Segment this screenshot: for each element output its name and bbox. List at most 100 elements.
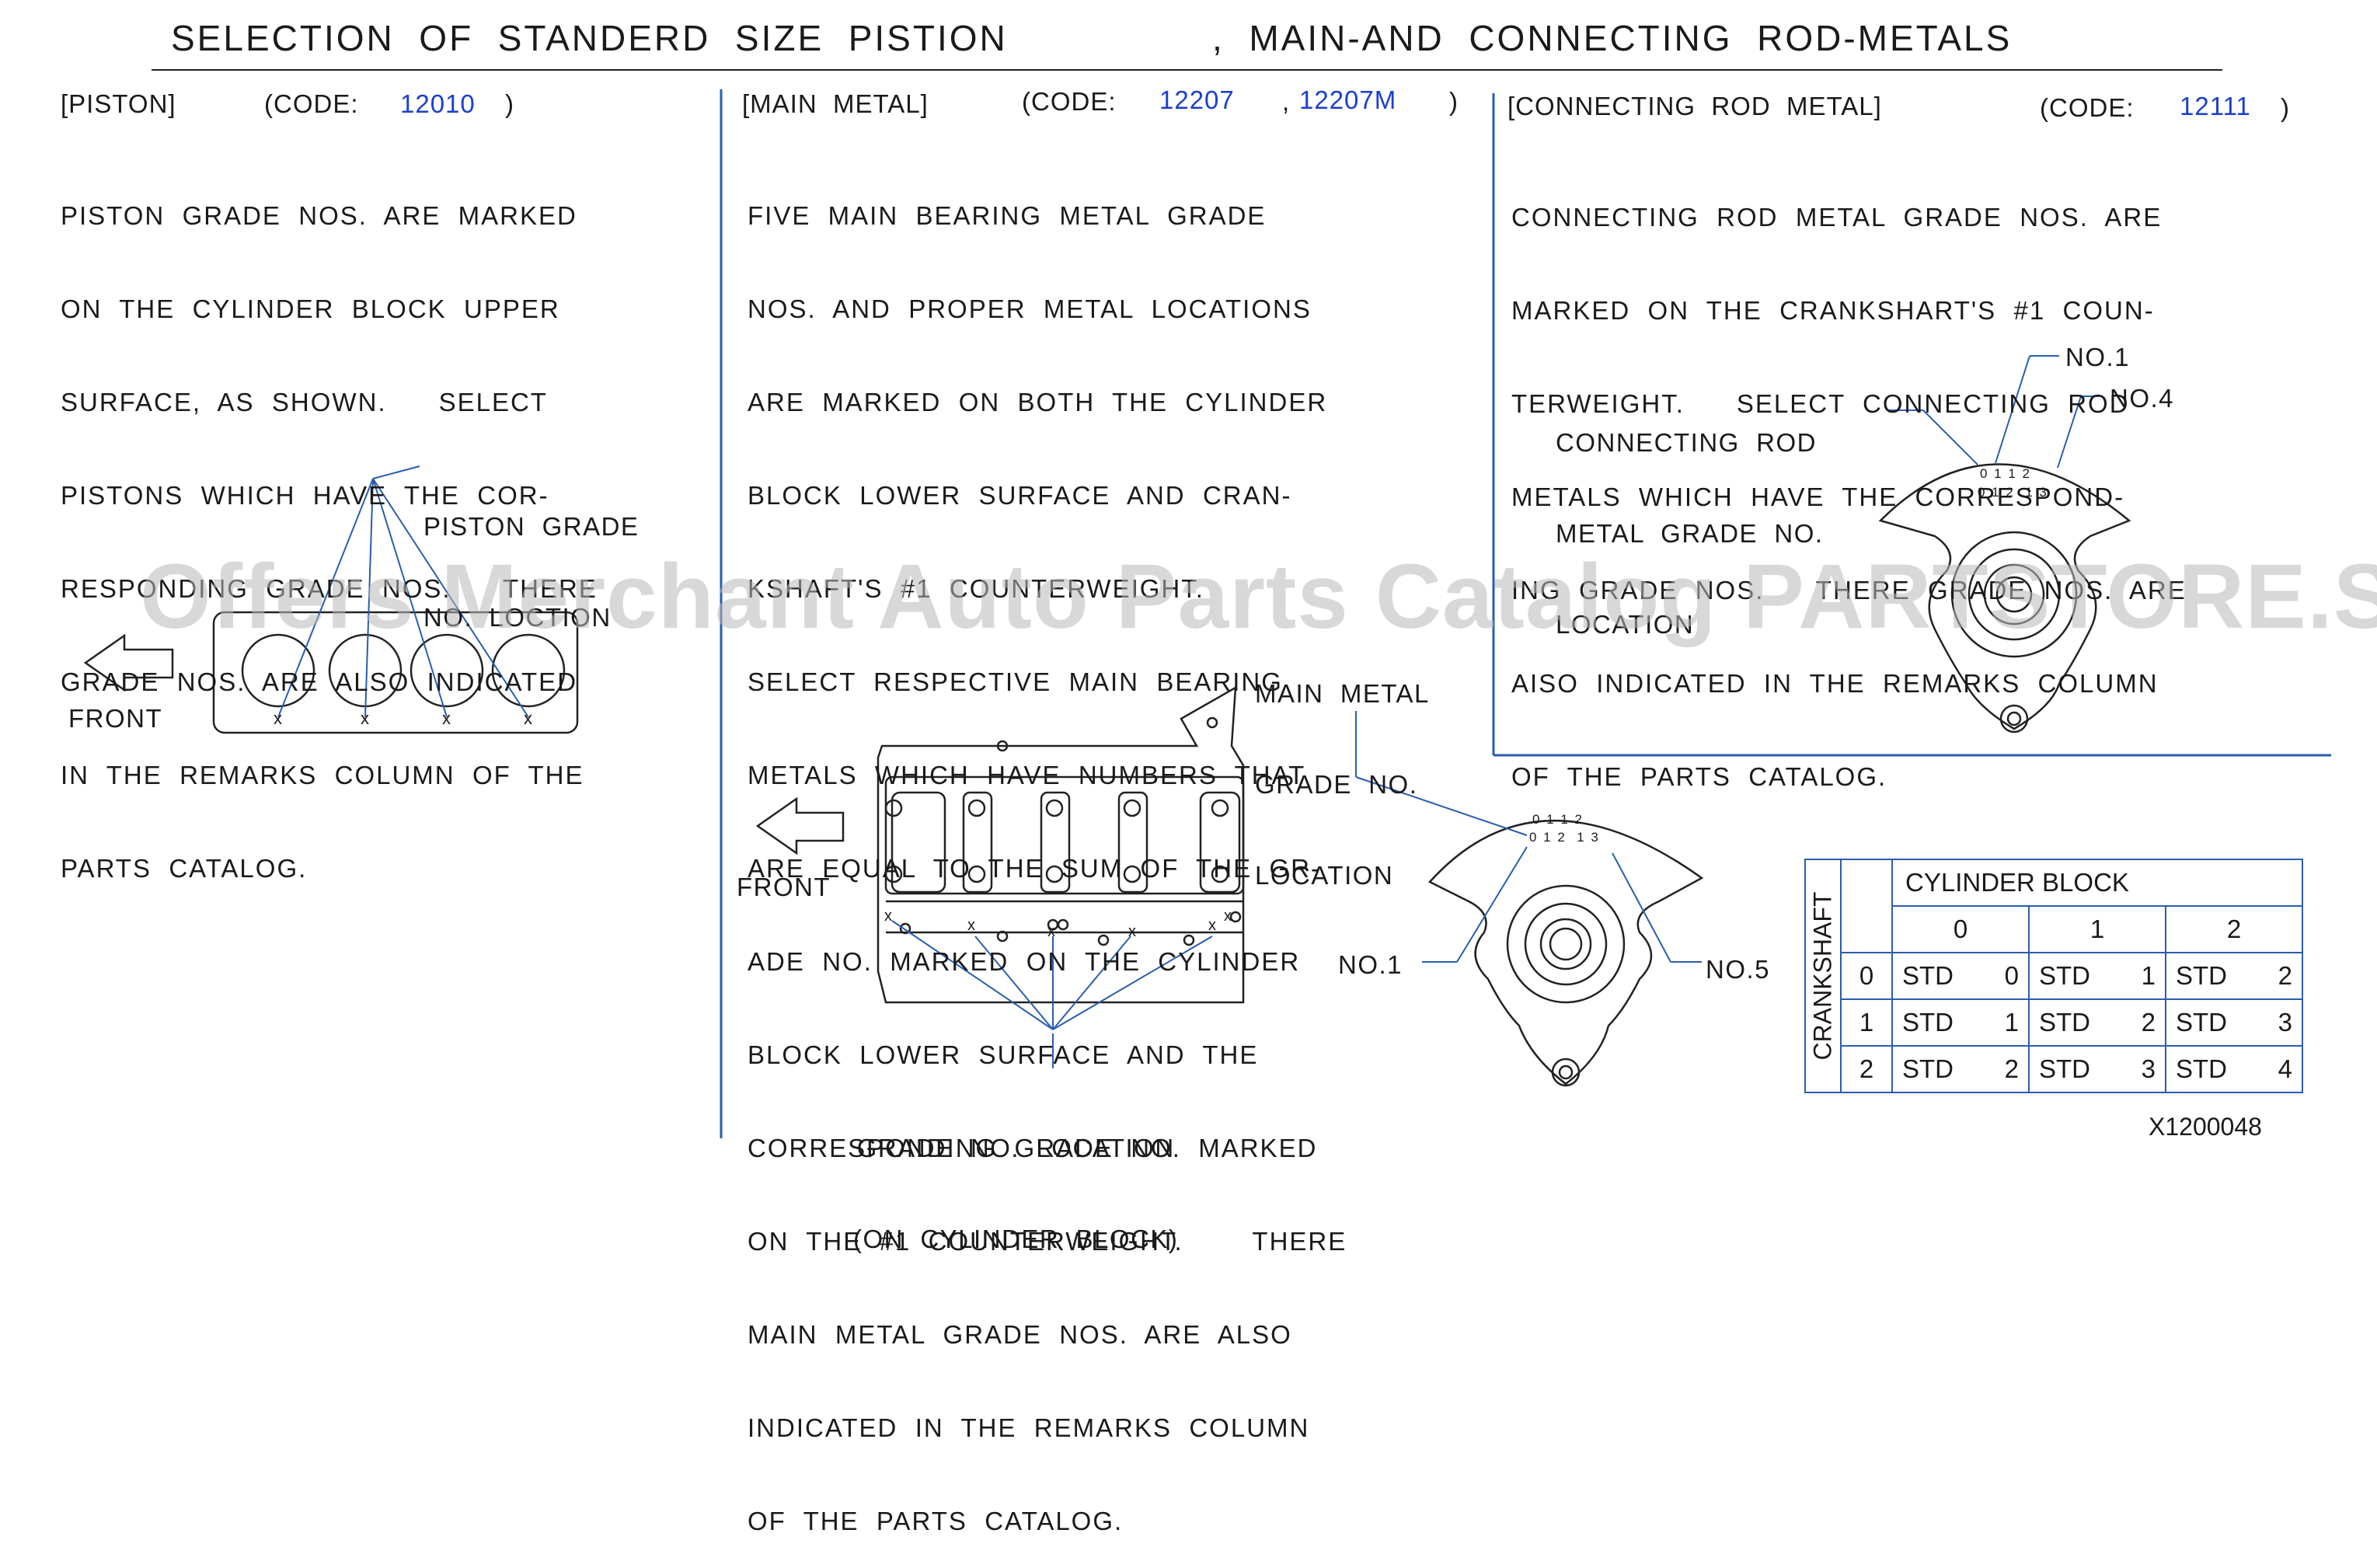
text-line: GRADE NOS. ARE ALSO INDICATED <box>61 667 578 696</box>
cell-std: STD <box>2176 1008 2227 1037</box>
crankshaft-counterweight-main <box>1427 820 1704 1087</box>
col-axis-label: CYLINDER BLOCK <box>1891 859 2303 907</box>
main-metal-code-link-1[interactable]: 12207 <box>1159 85 1235 114</box>
cell-std: STD <box>1902 1054 1954 1083</box>
front-label-piston: FRONT <box>68 704 163 733</box>
row-axis-cell: CRANKSHAFT <box>1804 859 1842 1093</box>
conrod-grade-callout: CONNECTING ROD METAL GRADE NO. LOCATION <box>1556 367 1824 670</box>
row-axis-label: CRANKSHAFT <box>1808 891 1837 1061</box>
no1-label-conrod: NO.1 <box>2065 343 2131 371</box>
cell-size: 3 <box>2278 1008 2292 1037</box>
text-line: ON THE CYLINDER BLOCK UPPER <box>61 294 560 323</box>
main-metal-code-close: ) <box>1449 87 1459 116</box>
block-grade-callout: GRADE NO. LOCATION (ON CYLINDER BLOCK) <box>853 1072 1178 1284</box>
text-line: ING GRADE NOS. THERE GRADE NOS. ARE <box>1511 576 2187 605</box>
text-line: PARTS CATALOG. <box>61 854 308 883</box>
col-head: 0 <box>1891 905 2030 953</box>
cylinder-bore-4 <box>491 633 566 708</box>
conrod-digits-top: 0 1 1 2 <box>1980 466 2031 481</box>
cylinder-bore-3 <box>410 633 484 708</box>
main-digits-bottom: 0 1 2 1 3 <box>1529 830 1600 845</box>
grade-mark: x <box>274 709 282 728</box>
text-line: RESPONDING GRADE NOS. THERE <box>61 574 598 603</box>
cell-std: STD <box>2176 1054 2227 1083</box>
conrod-header: [CONNECTING ROD METAL] <box>1507 92 1882 120</box>
grade-mark: x <box>361 709 369 728</box>
callout-line: PISTON GRADE <box>423 512 640 541</box>
cell-std: STD <box>2039 1008 2090 1037</box>
piston-code-label: (CODE: <box>264 89 359 118</box>
table-cell: STD 3 <box>2028 1045 2166 1093</box>
text-line: SURFACE, AS SHOWN. SELECT <box>61 388 548 416</box>
piston-code-close: ) <box>505 89 514 118</box>
conrod-code-link[interactable]: 12111 <box>2180 92 2251 120</box>
cell-size: 2 <box>2141 1008 2156 1037</box>
cylinder-block-lower-diagram <box>877 685 1245 1004</box>
front-arrow-piston <box>83 633 174 692</box>
text-line: MARKED ON THE CRANKSHART'S #1 COUN- <box>1511 296 2155 325</box>
main-metal-grade-callout: MAIN METAL GRADE NO. LOCATION <box>1255 618 1430 921</box>
piston-code-link[interactable]: 12010 <box>400 89 476 118</box>
page-title-right: , MAIN-AND CONNECTING ROD-METALS <box>1212 18 2013 58</box>
front-label-main: FRONT <box>737 873 831 901</box>
callout-line: (ON CYLINDER BLOCK) <box>853 1225 1179 1253</box>
text-line: SELECT RESPECTIVE MAIN BEARING <box>748 667 1283 696</box>
text-line: FIVE MAIN BEARING METAL GRADE <box>748 201 1267 230</box>
cell-size: 3 <box>2141 1054 2156 1083</box>
table-cell: STD 2 <box>2165 952 2303 1000</box>
text-line: KSHAFT'S #1 COUNTERWEIGHT. <box>748 574 1204 603</box>
text-line: ADE NO. MARKED ON THE CYLINDER <box>748 947 1301 976</box>
figure-id: X1200048 <box>2149 1113 2262 1141</box>
main-metal-code-link-2[interactable]: 12207M <box>1299 85 1397 114</box>
cell-std: STD <box>1902 1008 1954 1037</box>
block-mark: x <box>1047 923 1055 940</box>
cell-std: STD <box>2176 961 2227 990</box>
front-arrow-main <box>755 796 845 855</box>
corner-cell <box>1840 859 1893 953</box>
cell-size: 2 <box>2278 961 2292 990</box>
no5-label-main: NO.5 <box>1706 955 1771 984</box>
text-line: OF THE PARTS CATALOG. <box>1511 762 1887 791</box>
text-line: IN THE REMARKS COLUMN OF THE <box>61 761 584 789</box>
block-mark: x <box>1128 923 1136 940</box>
table-cell: STD 3 <box>2165 998 2303 1047</box>
cell-size: 1 <box>2004 1008 2019 1037</box>
page-title-left: SELECTION OF STANDERD SIZE PISTION <box>171 18 1008 58</box>
text-line: NOS. AND PROPER METAL LOCATIONS <box>748 294 1312 323</box>
conrod-code-close: ) <box>2281 93 2290 122</box>
table-cell: STD 4 <box>2165 1045 2303 1093</box>
callout-line: GRADE NO. <box>1255 770 1418 799</box>
main-metal-leaders <box>1355 711 1702 963</box>
main-metal-code-label: (CODE: <box>1022 87 1117 116</box>
cylinder-block-top <box>212 611 579 734</box>
cell-std: STD <box>2039 1054 2090 1083</box>
main-metal-code-sep: , <box>1282 87 1291 116</box>
conrod-leaders <box>1888 355 2102 469</box>
piston-description: PISTON GRADE NOS. ARE MARKED ON THE CYLI… <box>61 138 598 915</box>
piston-leaders <box>277 465 529 718</box>
main-digits-top: 0 1 1 2 <box>1532 812 1584 827</box>
block-mark: x <box>1208 917 1216 934</box>
callout-line: LOCATION <box>1255 861 1394 890</box>
text-line: OF THE PARTS CATALOG. <box>748 1507 1124 1535</box>
text-line: PISTONS WHICH HAVE THE COR- <box>61 481 549 510</box>
text-line: TERWEIGHT. SELECT CONNECTING ROD <box>1511 389 2130 418</box>
text-line: INDICATED IN THE REMARKS COLUMN <box>748 1413 1310 1442</box>
table-cell: STD 2 <box>2028 998 2166 1047</box>
text-line: PISTON GRADE NOS. ARE MARKED <box>61 201 577 230</box>
grade-mark: x <box>524 709 532 728</box>
grade-mark: x <box>442 709 451 728</box>
cell-size: 4 <box>2278 1054 2292 1083</box>
watermark-text: Offers Merchant Auto Parts Catalog PARTS… <box>140 545 2377 648</box>
row-head: 1 <box>1840 998 1893 1047</box>
row-head: 0 <box>1840 952 1893 1000</box>
table-cell: STD 1 <box>1891 998 2030 1047</box>
cell-std: STD <box>1902 961 1954 990</box>
text-line: ARE MARKED ON BOTH THE CYLINDER <box>748 388 1328 416</box>
row-head: 2 <box>1840 1045 1893 1093</box>
